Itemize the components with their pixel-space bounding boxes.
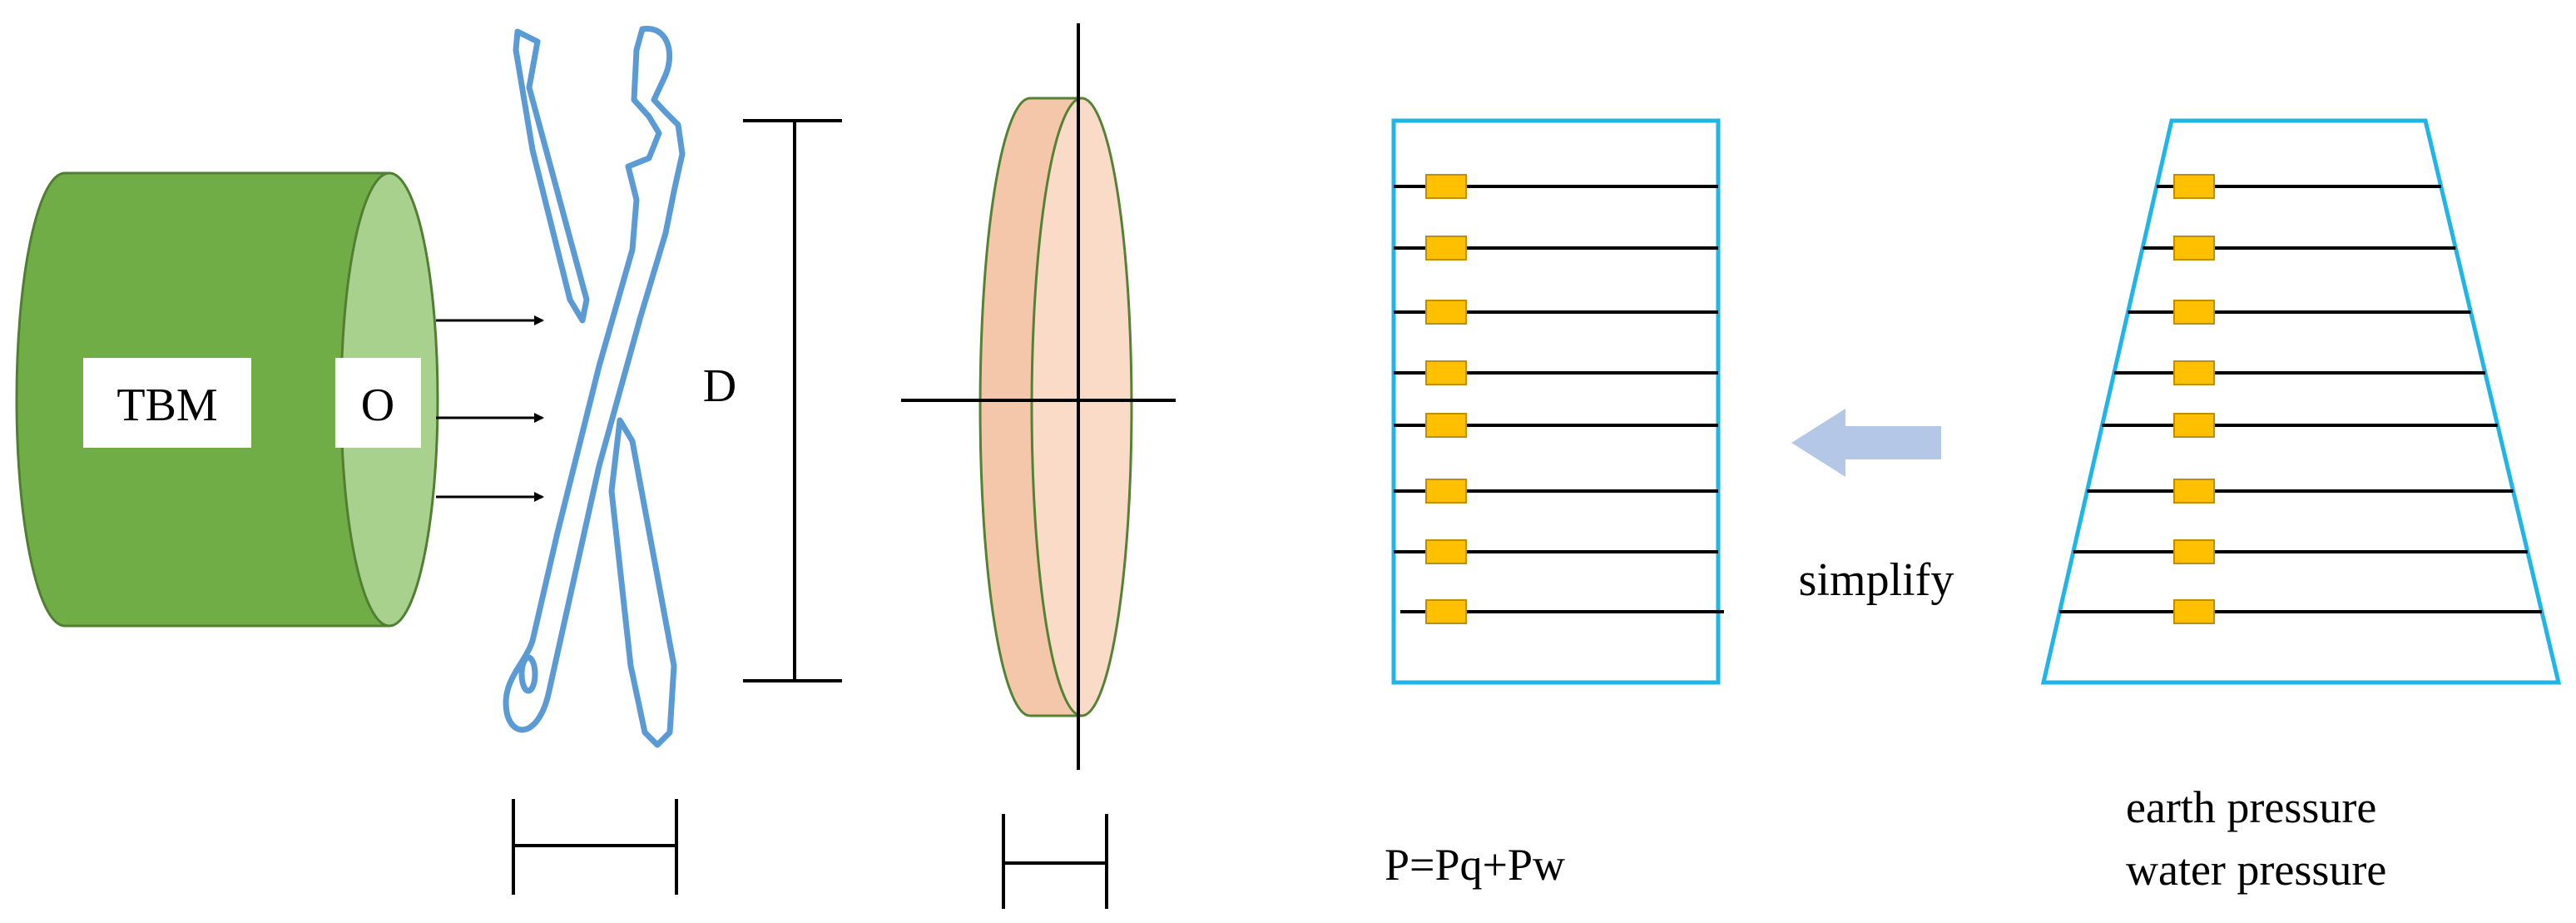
diameter-label: D bbox=[703, 360, 736, 412]
tbm-label-box bbox=[83, 358, 251, 448]
crossed-wrench-icon bbox=[503, 26, 686, 748]
wrench-ring bbox=[518, 654, 538, 694]
thrust-arrows bbox=[436, 315, 544, 502]
disc-axes bbox=[901, 23, 1176, 770]
formula-label: P=Pq+Pw bbox=[1385, 840, 1565, 890]
pressure-row-sensor bbox=[2173, 599, 2215, 624]
pressure-row-sensor bbox=[2173, 413, 2215, 438]
simplified-row-sensor bbox=[1425, 300, 1467, 325]
wrench-left-to-right bbox=[513, 28, 590, 324]
origin-label: O bbox=[361, 380, 394, 431]
left-arrow-icon bbox=[1791, 409, 1941, 477]
simplified-row-sensor bbox=[1425, 413, 1467, 438]
pressure-row-sensor bbox=[2173, 360, 2215, 385]
tbm-cylinder: TBM O bbox=[15, 171, 439, 628]
simplified-row-sensor bbox=[1425, 539, 1467, 564]
earth-water-pressure-frame bbox=[2040, 118, 2562, 685]
water-pressure-label: water pressure bbox=[2126, 845, 2386, 895]
pressure-row-sensor bbox=[2173, 236, 2215, 261]
simplified-row-sensor bbox=[1425, 236, 1467, 261]
pressure-row-sensor bbox=[2173, 479, 2215, 504]
pressure-row-sensor bbox=[2173, 300, 2215, 325]
tbm-label: TBM bbox=[116, 380, 217, 431]
wrench-right-to-left bbox=[503, 26, 686, 733]
simplified-row-sensor bbox=[1425, 599, 1467, 624]
diameter-dimension bbox=[743, 119, 842, 682]
simplified-row-sensor bbox=[1425, 174, 1467, 199]
simplified-row-sensor bbox=[1425, 360, 1467, 385]
simplified-sensor-rows bbox=[1394, 174, 1724, 624]
disc-thickness-dimension bbox=[1002, 814, 1108, 909]
disc-face bbox=[1030, 97, 1133, 717]
earth-pressure-label: earth pressure bbox=[2126, 782, 2376, 832]
trapezoid-sensor-rows bbox=[2059, 174, 2542, 624]
tool-width-dimension bbox=[512, 799, 678, 895]
simplified-pressure-frame bbox=[1391, 118, 1721, 685]
simplified-row-sensor bbox=[1425, 479, 1467, 504]
simplify-label: simplify bbox=[1799, 554, 1954, 606]
wrench-left-to-right-lower bbox=[608, 417, 677, 748]
origin-label-box bbox=[335, 358, 421, 448]
pressure-row-sensor bbox=[2173, 539, 2215, 564]
cutterhead-disc bbox=[978, 97, 1133, 717]
pressure-row-sensor bbox=[2173, 174, 2215, 199]
